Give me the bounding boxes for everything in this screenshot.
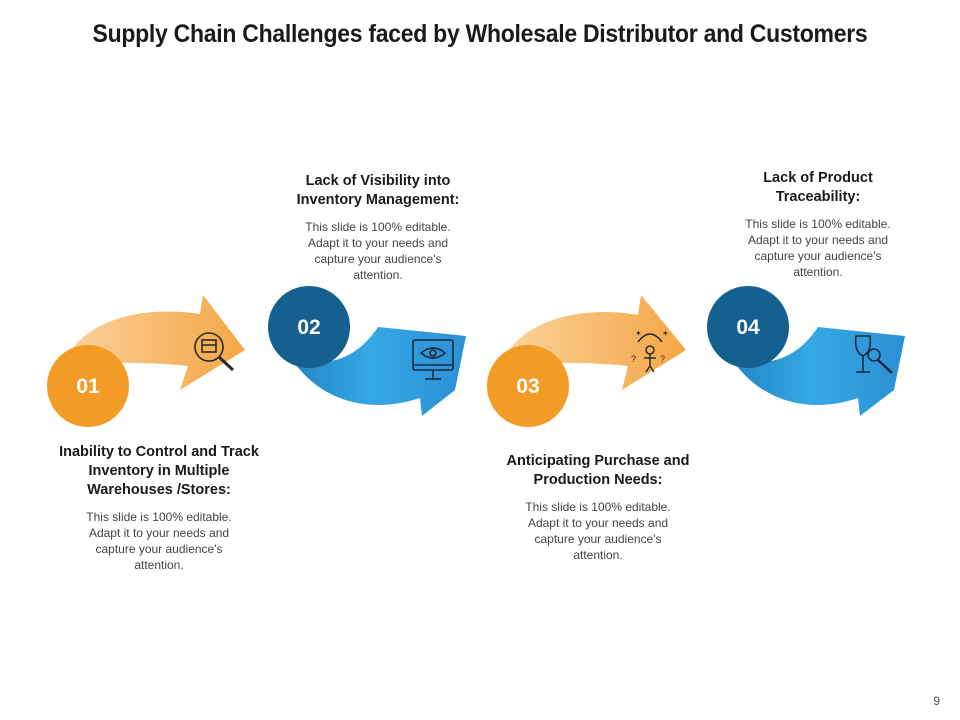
- step-04-description: This slide is 100% editable. Adapt it to…: [745, 217, 891, 279]
- step-03-text: Anticipating Purchase and Production Nee…: [500, 452, 696, 563]
- step-circle-03: 03: [487, 345, 569, 427]
- thinking-person-icon: ? ? ✶ ✶: [631, 329, 669, 373]
- step-03-heading: Anticipating Purchase and Production Nee…: [506, 453, 690, 488]
- step-03-description: This slide is 100% editable. Adapt it to…: [525, 500, 671, 562]
- step-01-description: This slide is 100% editable. Adapt it to…: [86, 510, 232, 572]
- step-number-04: 04: [736, 316, 760, 339]
- glass-magnifier-icon: [854, 335, 893, 374]
- arrow-step-02: [278, 327, 466, 416]
- step-02-description: This slide is 100% editable. Adapt it to…: [305, 220, 451, 282]
- arrow-step-04: [718, 327, 905, 416]
- svg-text:?: ?: [660, 354, 665, 364]
- svg-text:✶: ✶: [662, 329, 669, 338]
- step-circle-04: 04: [707, 286, 789, 368]
- svg-text:✶: ✶: [635, 329, 642, 338]
- step-number-03: 03: [516, 375, 539, 398]
- page-number: 9: [933, 694, 940, 708]
- step-02-heading: Lack of Visibility into Inventory Manage…: [296, 173, 460, 208]
- step-circle-02: 02: [268, 286, 350, 368]
- step-number-01: 01: [76, 375, 100, 398]
- step-04-heading: Lack of Product Traceability:: [763, 170, 873, 205]
- svg-text:?: ?: [631, 354, 636, 364]
- step-01-heading: Inability to Control and Track Inventory…: [59, 444, 259, 498]
- step-02-text: Lack of Visibility into Inventory Manage…: [278, 172, 478, 283]
- step-01-text: Inability to Control and Track Inventory…: [45, 443, 273, 573]
- step-04-text: Lack of Product Traceability: This slide…: [730, 169, 906, 280]
- step-number-02: 02: [297, 316, 320, 339]
- arrow-step-01: [62, 295, 245, 390]
- slide-title: Supply Chain Challenges faced by Wholesa…: [92, 20, 868, 48]
- arrow-step-03: [500, 295, 686, 390]
- step-circle-01: 01: [47, 345, 129, 427]
- magnifier-box-icon: [194, 332, 235, 372]
- monitor-eye-icon: [412, 339, 454, 380]
